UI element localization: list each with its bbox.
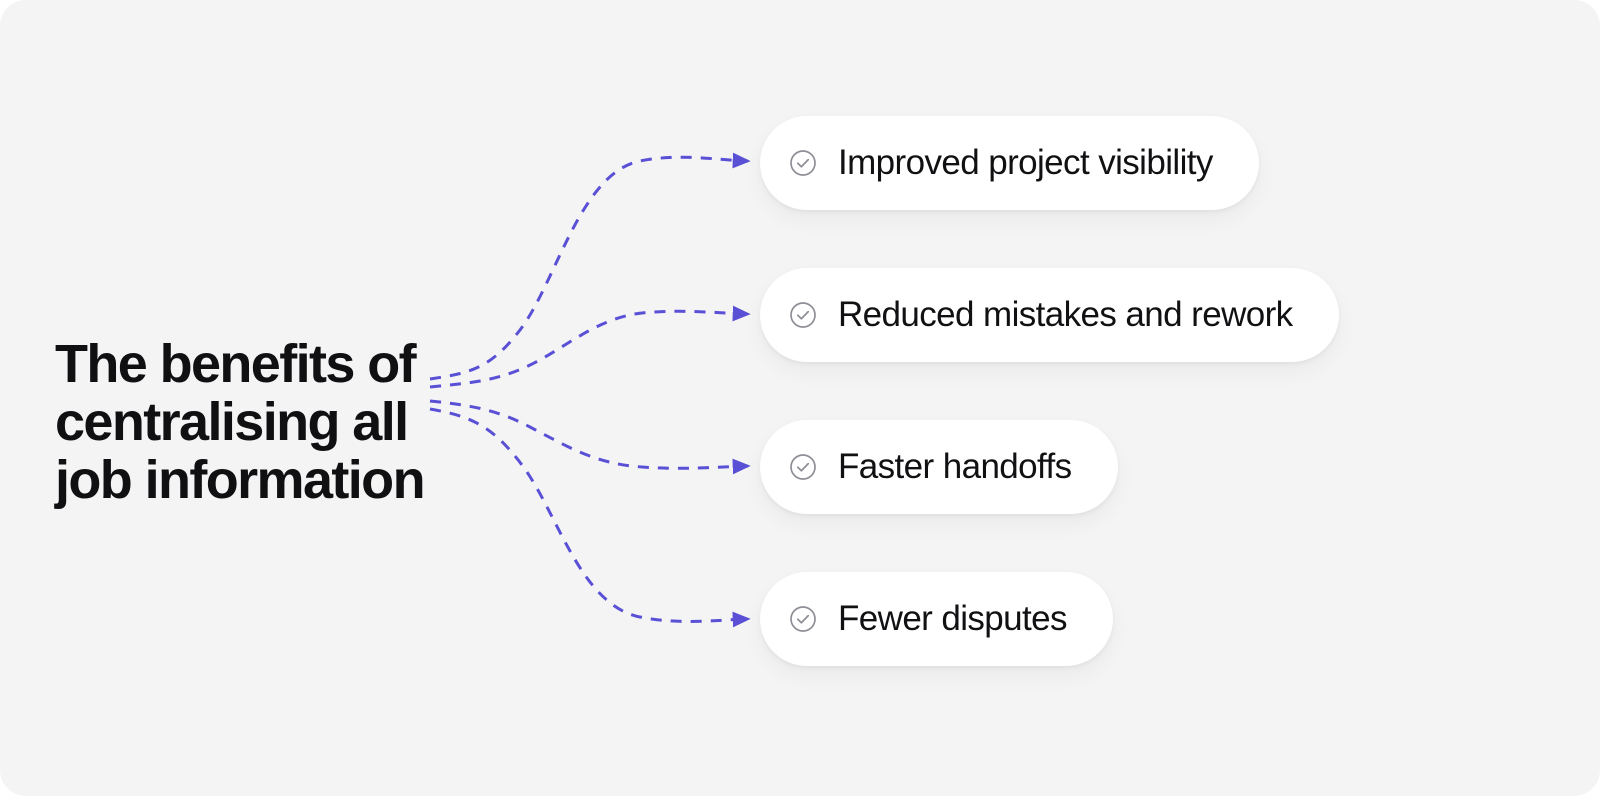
connector-path-3 <box>429 399 751 475</box>
benefit-card-3[interactable]: Faster handoffs <box>760 420 1118 514</box>
benefit-label: Faster handoffs <box>838 447 1072 486</box>
benefit-label: Improved project visibility <box>838 143 1213 182</box>
circle-check-icon <box>790 302 816 328</box>
connector-path-2 <box>429 305 751 389</box>
benefit-card-1[interactable]: Improved project visibility <box>760 116 1259 210</box>
benefit-card-4[interactable]: Fewer disputes <box>760 572 1113 666</box>
benefits-list: Improved project visibility Reduced mist… <box>760 0 1600 796</box>
page-title: The benefits of centralising all job inf… <box>55 334 426 510</box>
connector-path-1 <box>429 152 751 381</box>
circle-check-icon <box>790 454 816 480</box>
benefit-label: Fewer disputes <box>838 599 1068 638</box>
circle-check-icon <box>790 606 816 632</box>
benefit-label: Reduced mistakes and rework <box>838 295 1293 334</box>
connector-path-4 <box>429 407 751 628</box>
benefit-card-2[interactable]: Reduced mistakes and rework <box>760 268 1339 362</box>
circle-check-icon <box>790 150 816 176</box>
